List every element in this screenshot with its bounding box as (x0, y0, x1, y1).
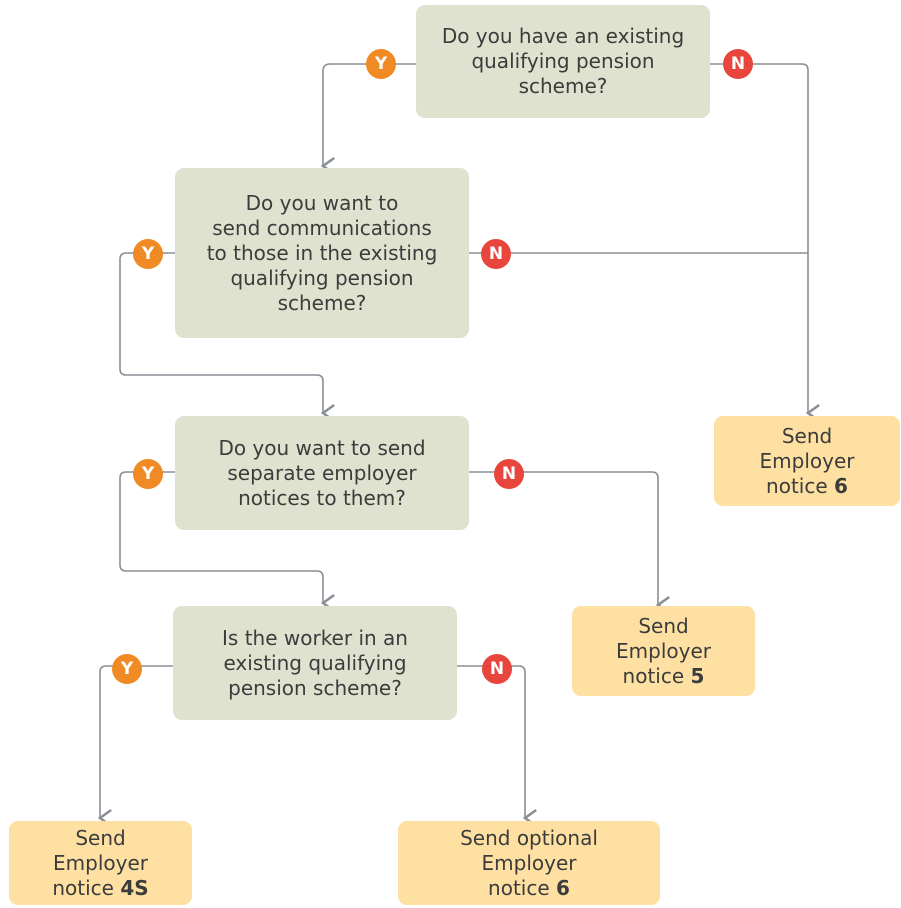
notice-word: notice (766, 473, 835, 498)
question-text-line: send communications (212, 215, 432, 240)
question-text-line: scheme? (277, 290, 367, 315)
notice-number: 4S (120, 875, 149, 900)
yes-badge: Y (366, 49, 396, 79)
outcome-text-line: Send Employer (616, 613, 711, 663)
outcome-notice-5: Send Employer notice 5 (572, 606, 755, 696)
question-text-line: Do you have an existing (441, 24, 685, 48)
q1-yes-connector (320, 63, 416, 176)
q2-yes-connector (119, 252, 335, 423)
question-text-line: Do you want to send (218, 435, 426, 460)
question-send-communications: Do you want to send communications to th… (175, 168, 469, 338)
question-existing-scheme: Do you have an existing qualifying pensi… (416, 5, 710, 118)
notice-word: notice (622, 663, 691, 688)
outcome-text-line: notice 5 (623, 664, 705, 689)
q3-no-connector (469, 471, 670, 615)
no-badge: N (482, 654, 512, 684)
question-text-line: existing qualifying (223, 650, 407, 675)
outcome-notice-6: Send Employer notice 6 (714, 416, 900, 506)
question-text-line: to those in the existing (206, 240, 438, 265)
outcome-text-line: Send optional Employer (460, 825, 598, 875)
question-text-line: qualifying pension (230, 265, 414, 290)
q4-no-connector (457, 665, 537, 828)
outcome-text-line: notice 4S (52, 876, 148, 901)
question-worker-in-scheme: Is the worker in an existing qualifying … (173, 606, 457, 720)
no-badge: N (723, 49, 753, 79)
question-text-line: Do you want to (245, 190, 399, 215)
notice-number: 6 (556, 875, 570, 900)
notice-number: 6 (834, 473, 848, 498)
question-text-line: separate employer (227, 460, 417, 485)
yes-badge: Y (133, 459, 163, 489)
outcome-notice-4s: Send Employer notice 4S (9, 821, 192, 905)
outcome-optional-notice-6: Send optional Employer notice 6 (398, 821, 660, 905)
notice-word: notice (52, 875, 121, 900)
q3-yes-connector (119, 471, 335, 613)
q1-no-connector (710, 63, 820, 423)
outcome-text-line: Send Employer (53, 825, 148, 875)
question-text-line: notices to them? (238, 485, 406, 510)
question-separate-notices: Do you want to send separate employer no… (175, 416, 469, 530)
yes-badge: Y (133, 239, 163, 269)
notice-number: 5 (690, 663, 705, 688)
question-text-line: pension scheme? (228, 675, 402, 700)
notice-word: notice (488, 875, 557, 900)
outcome-text-line: notice 6 (488, 876, 570, 901)
no-badge: N (494, 459, 524, 489)
no-badge: N (481, 239, 511, 269)
yes-badge: Y (112, 654, 142, 684)
outcome-text-line: notice 6 (766, 474, 848, 499)
q4-yes-connector (97, 665, 173, 828)
question-text-line: Is the worker in an (222, 625, 408, 650)
outcome-text-line: Send Employer (759, 423, 855, 473)
question-text-line: scheme? (518, 74, 608, 98)
question-text-line: qualifying pension (471, 49, 655, 73)
